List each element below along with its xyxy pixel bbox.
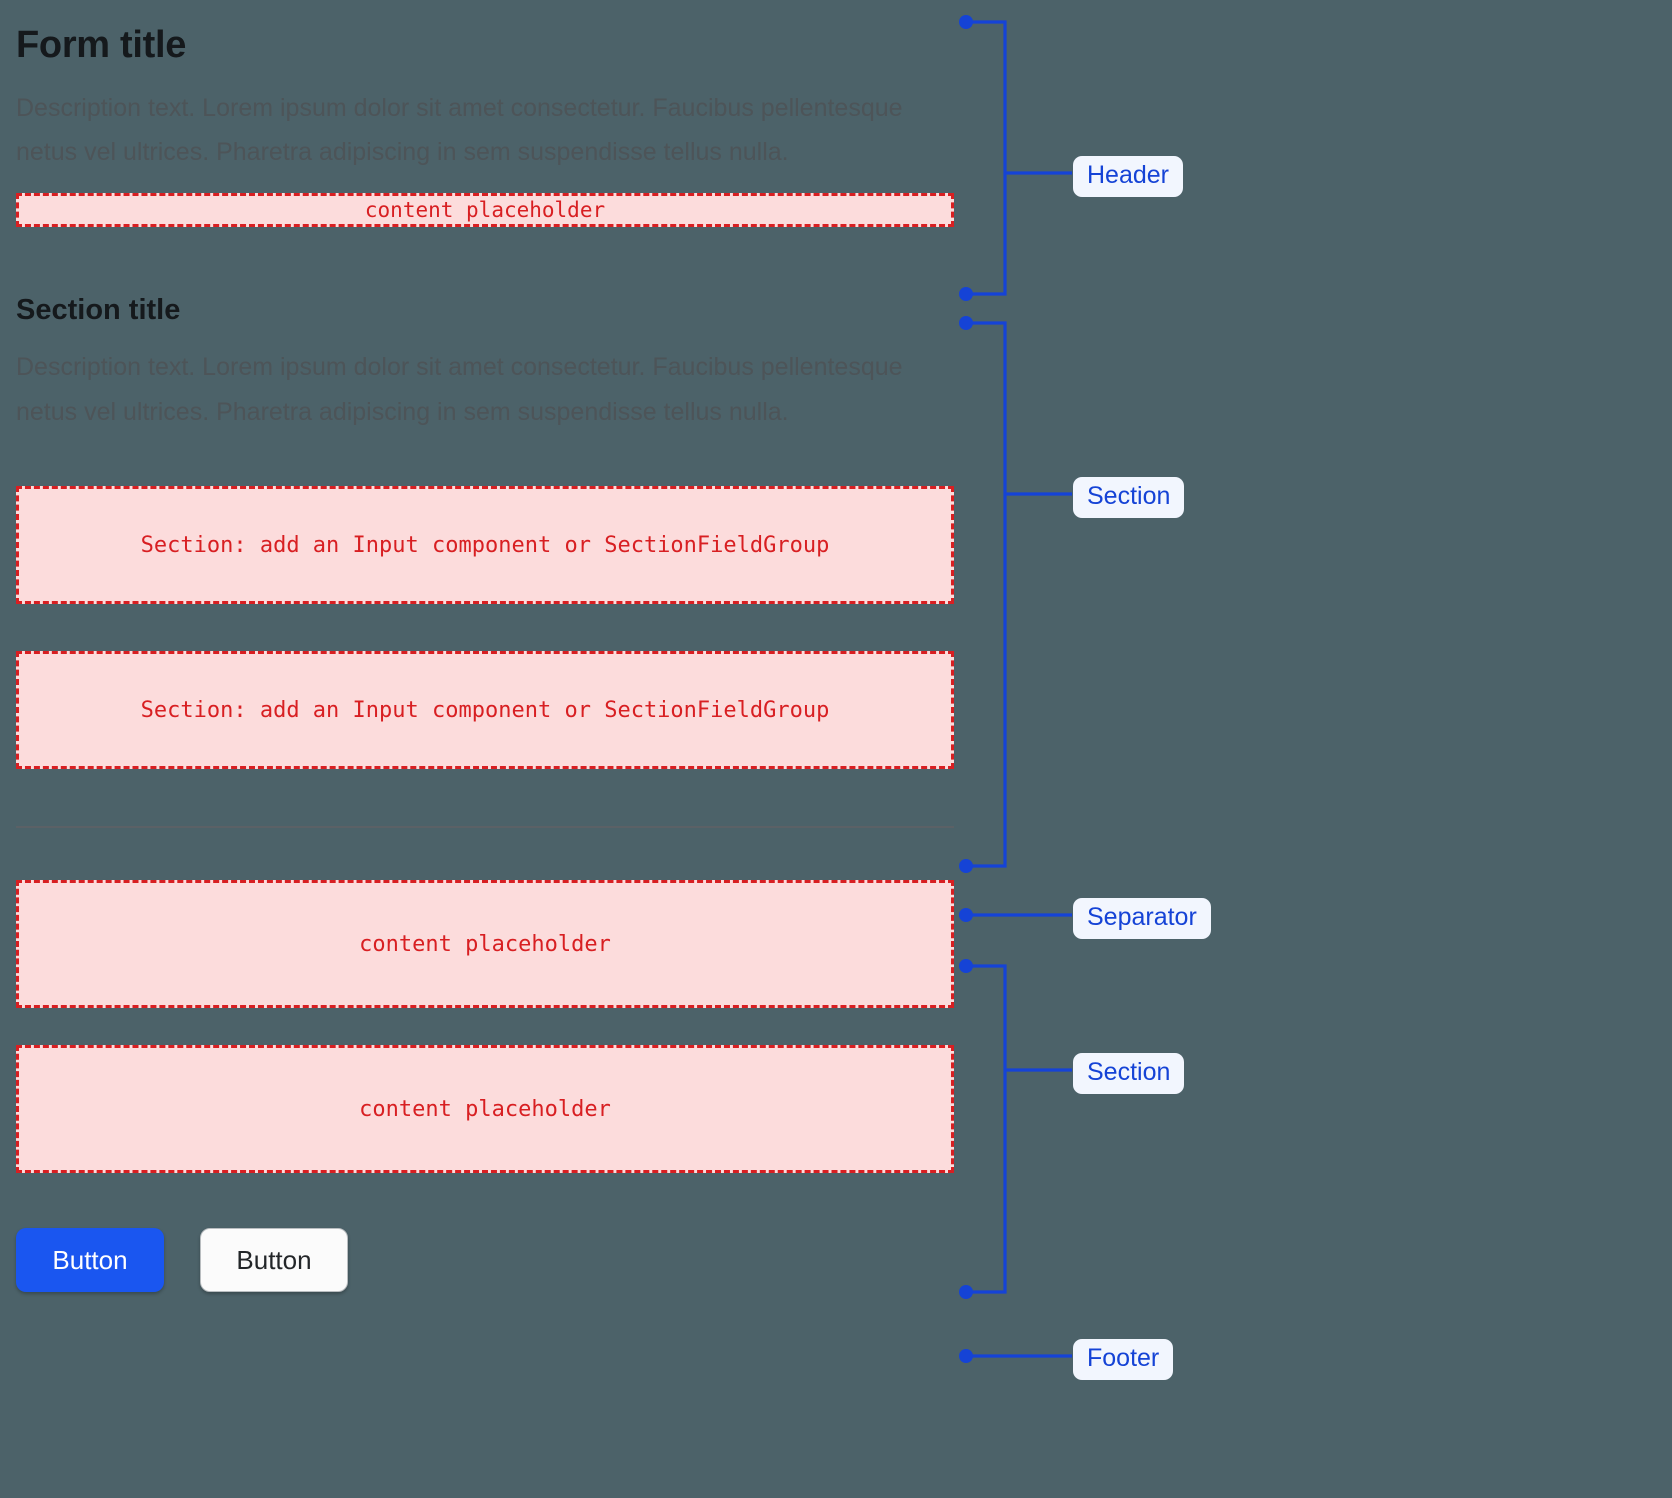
primary-button[interactable]: Button	[16, 1228, 164, 1293]
annotation-badge-section-one[interactable]: Section	[1073, 477, 1185, 518]
section-description: Description text. Lorem ipsum dolor sit …	[16, 353, 903, 426]
section-content-placeholder[interactable]: content placeholder	[16, 1045, 954, 1174]
section-title: Section title	[16, 293, 181, 326]
form-section-two: content placeholder content placeholder	[16, 880, 954, 1174]
form-column: Form title Description text. Lorem ipsum…	[16, 0, 954, 1293]
separator	[16, 826, 954, 829]
page-title: Form title	[16, 24, 187, 66]
form-section-one: Section title Description text. Lorem ip…	[16, 293, 954, 770]
annotation-badge-footer[interactable]: Footer	[1073, 1339, 1174, 1380]
annotation-badge-header[interactable]: Header	[1073, 156, 1183, 197]
header-description: Description text. Lorem ipsum dolor sit …	[16, 93, 903, 167]
form-header: Form title Description text. Lorem ipsum…	[16, 0, 954, 227]
annotation-badge-separator[interactable]: Separator	[1073, 898, 1211, 939]
section-content-placeholder[interactable]: content placeholder	[16, 880, 954, 1009]
secondary-button[interactable]: Button	[200, 1228, 348, 1293]
section-field-placeholder[interactable]: Section: add an Input component or Secti…	[16, 486, 954, 605]
header-content-placeholder[interactable]: content placeholder	[16, 192, 954, 227]
annotation-badge-section-two[interactable]: Section	[1073, 1053, 1185, 1094]
form-footer: Button Button	[16, 1228, 954, 1293]
section-field-placeholder[interactable]: Section: add an Input component or Secti…	[16, 651, 954, 770]
